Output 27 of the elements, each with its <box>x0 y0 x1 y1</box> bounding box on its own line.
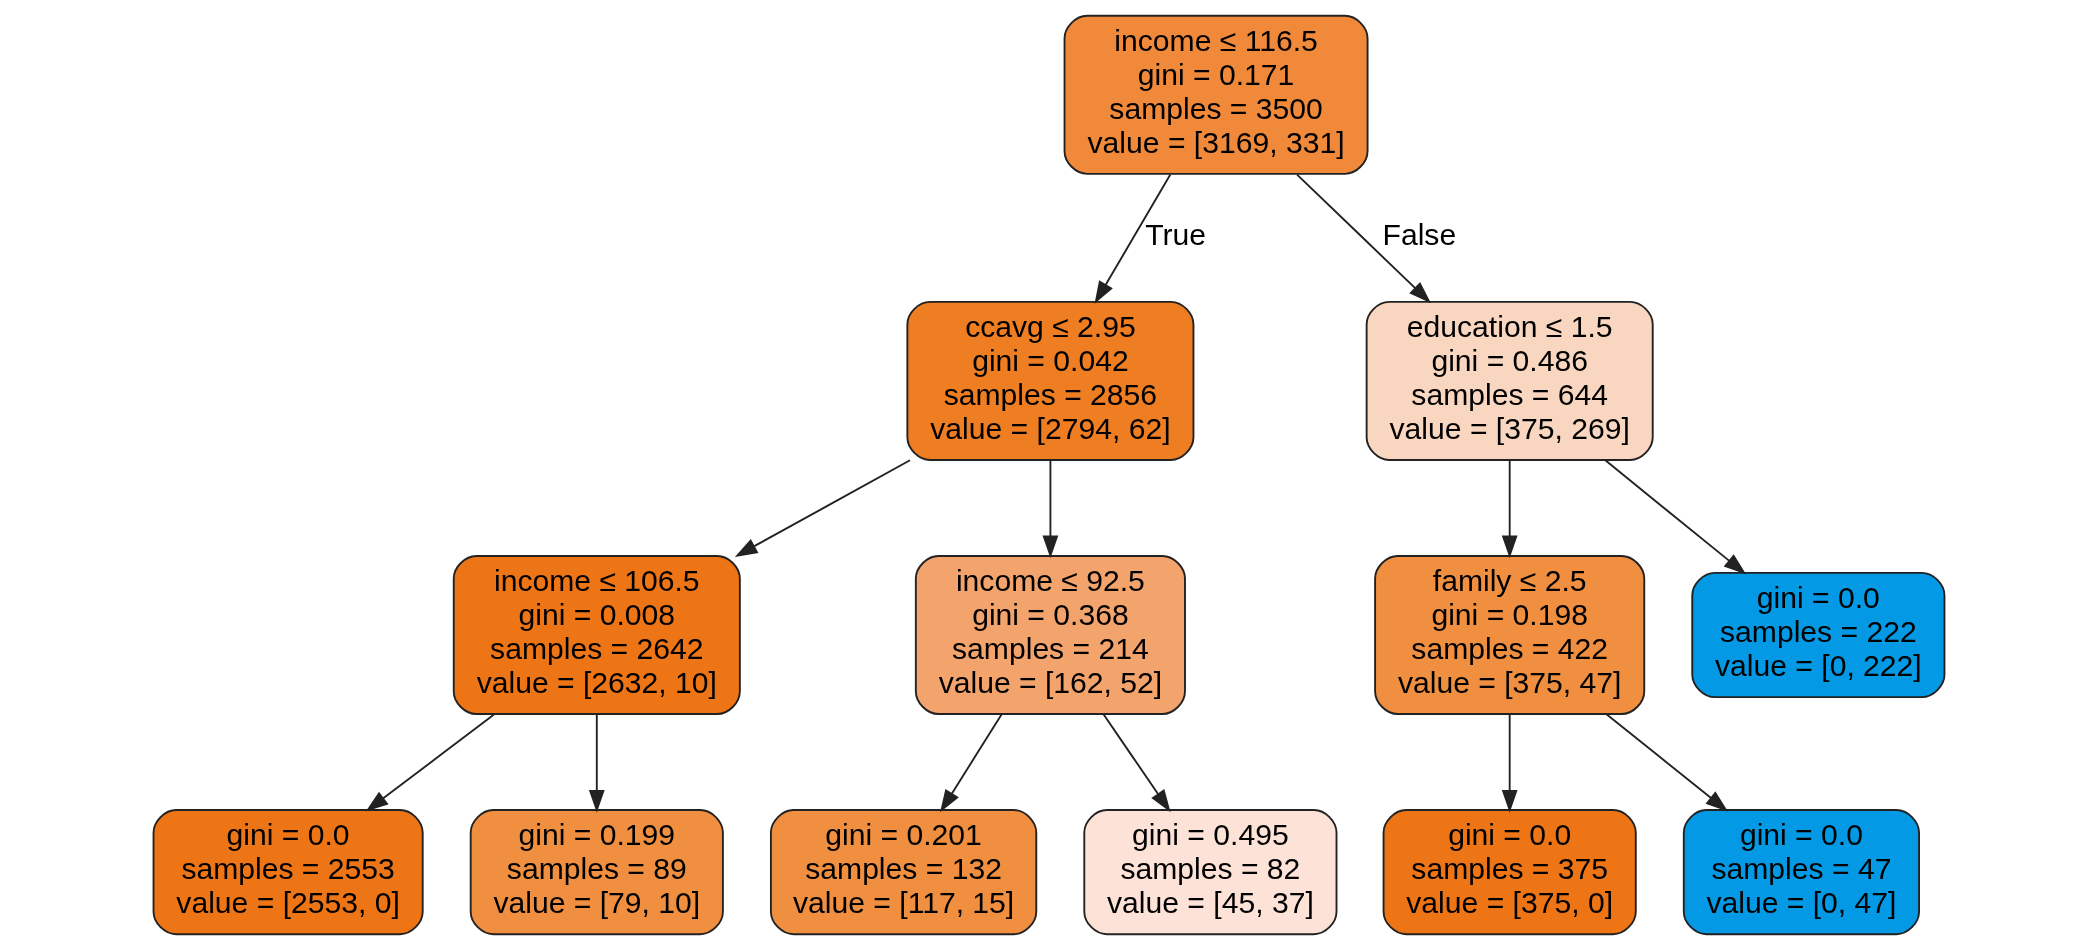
arrow <box>588 713 605 813</box>
arrow <box>1605 713 1729 812</box>
node-box: gini = 0.495 samples = 82 value = [45, 37] <box>1083 809 1338 936</box>
node-box: income ≤ 116.5 gini = 0.171 samples = 3500 value = [3169, 331] <box>1063 14 1369 175</box>
arrow <box>1501 459 1518 559</box>
arrow <box>1296 173 1431 304</box>
node-box: gini = 0.201 samples = 132 value = [117, 15] <box>769 809 1038 936</box>
node-box: gini = 0.0 samples = 2553 value = [2553, 0] <box>152 809 424 936</box>
node-box: ccavg ≤ 2.95 gini = 0.042 samples = 2856 value = [2794, 62] <box>906 300 1195 461</box>
edge-label: False <box>1382 217 1457 251</box>
arrow <box>940 713 1003 813</box>
node-box: gini = 0.199 samples = 89 value = [79, 10] <box>469 809 724 936</box>
node-box: gini = 0.0 samples = 47 value = [0, 47] <box>1682 809 1920 936</box>
arrow <box>365 713 495 812</box>
node-box: education ≤ 1.5 gini = 0.486 samples = 644 value = [375, 269] <box>1365 300 1654 461</box>
node-box: gini = 0.0 samples = 375 value = [375, 0] <box>1382 809 1637 936</box>
edge-label: True <box>1145 217 1206 251</box>
arrow <box>1042 459 1059 559</box>
node-box: gini = 0.0 samples = 222 value = [0, 222] <box>1691 571 1946 699</box>
arrow <box>1501 713 1518 813</box>
node-box: income ≤ 92.5 gini = 0.368 samples = 214 value = [162, 52] <box>914 555 1186 715</box>
arrow <box>1102 713 1171 813</box>
arrow <box>1094 173 1172 304</box>
node-box: income ≤ 106.5 gini = 0.008 samples = 2642 value = [2632, 10] <box>452 555 741 715</box>
arrow <box>1604 459 1747 575</box>
arrow <box>734 459 911 557</box>
node-box: family ≤ 2.5 gini = 0.198 samples = 422 value = [375, 47] <box>1374 555 1646 715</box>
